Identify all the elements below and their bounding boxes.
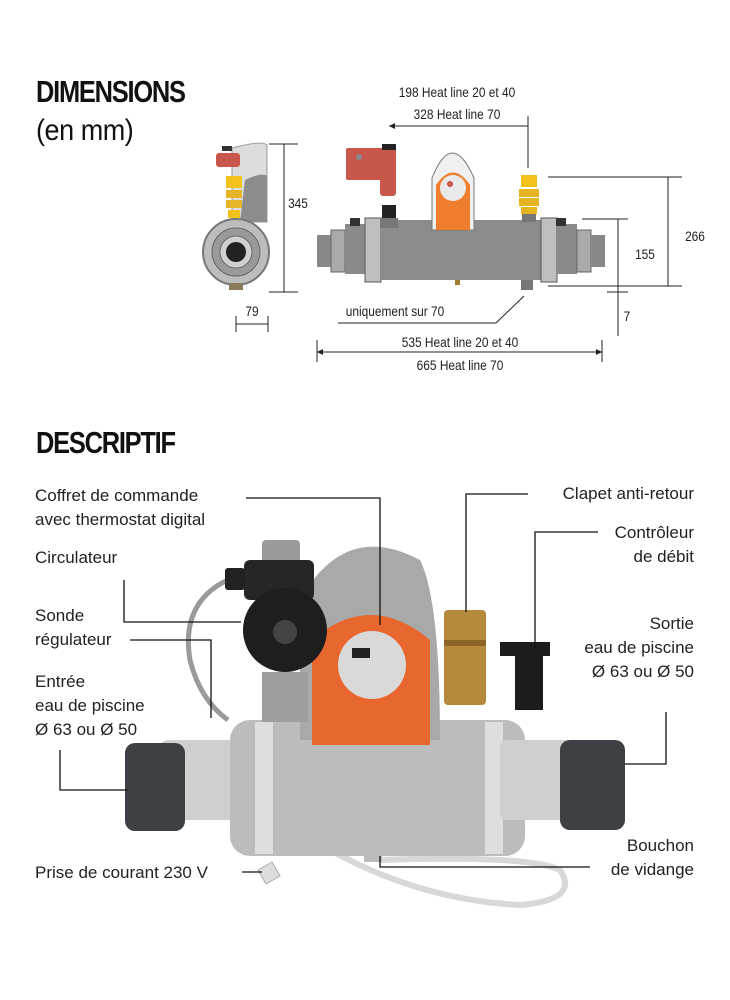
dimensions-title: DIMENSIONS — [36, 74, 186, 109]
descriptif-title: DESCRIPTIF — [36, 425, 176, 460]
label-sortie-line1: Sortie — [649, 614, 694, 633]
dim-foot: 7 — [623, 308, 631, 324]
dim-side-width: 79 — [245, 303, 259, 319]
label-entree-line3: Ø 63 ou Ø 50 — [35, 720, 138, 739]
label-coffret-line2: avec thermostat digital — [35, 510, 206, 529]
outlet-union — [560, 740, 625, 830]
dim-side-height: 345 — [288, 195, 308, 211]
flow-controller — [515, 650, 543, 710]
front-view-drawing — [317, 144, 605, 290]
label-controleur-line2: de débit — [633, 547, 695, 566]
dim-height-axis: 155 — [635, 246, 655, 262]
label-sonde-line2: régulateur — [35, 630, 112, 649]
side-view-drawing — [202, 142, 270, 290]
label-bouchon-line1: Bouchon — [626, 836, 694, 855]
exchanger-body — [230, 720, 525, 856]
dim-top-spacing-20-40: 198 Heat line 20 et 40 — [398, 84, 516, 100]
label-entree-line1: Entrée — [35, 672, 86, 691]
leader-lines — [59, 493, 667, 873]
label-circulateur: Circulateur — [35, 548, 118, 567]
label-bouchon-line2: de vidange — [610, 860, 694, 879]
label-prise: Prise de courant 230 V — [35, 863, 208, 882]
dim-height-total: 266 — [685, 228, 705, 244]
label-clapet: Clapet anti-retour — [562, 484, 694, 503]
label-entree-line2: eau de piscine — [35, 696, 145, 715]
check-valve — [444, 610, 486, 705]
label-controleur-line1: Contrôleur — [614, 523, 694, 542]
inlet-union — [125, 743, 185, 831]
label-sortie-line3: Ø 63 ou Ø 50 — [591, 662, 694, 681]
label-coffret-line1: Coffret de commande — [35, 486, 199, 505]
dim-length-70: 665 Heat line 70 — [416, 357, 504, 373]
dimensions-unit: (en mm) — [36, 114, 134, 147]
label-sortie-line2: eau de piscine — [584, 638, 694, 657]
thermostat-display — [338, 631, 406, 699]
dim-top-spacing-70: 328 Heat line 70 — [413, 106, 501, 122]
label-sonde-line1: Sonde — [35, 606, 85, 625]
dim-note: uniquement sur 70 — [345, 303, 445, 319]
dim-length-20-40: 535 Heat line 20 et 40 — [401, 334, 519, 350]
